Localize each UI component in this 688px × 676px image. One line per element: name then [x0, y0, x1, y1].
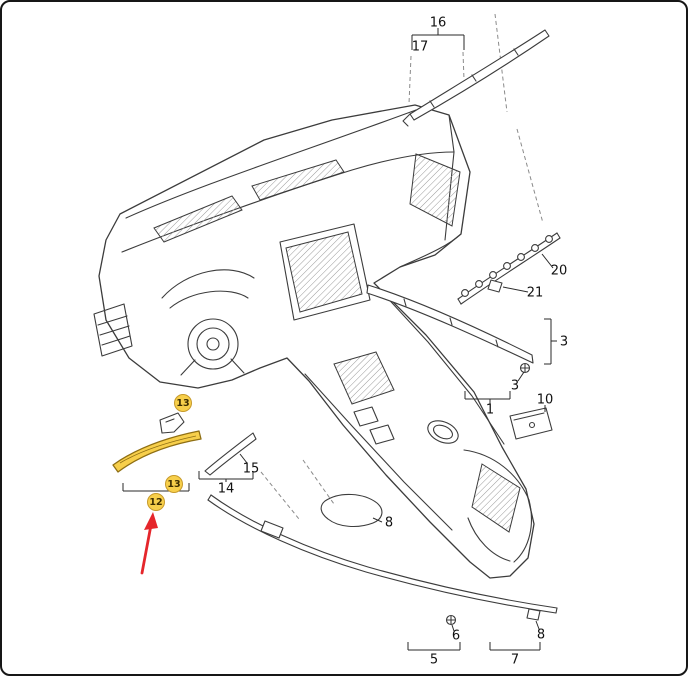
left-air-vent-slats [97, 315, 131, 346]
instrument-panel-body [93, 104, 535, 579]
part-10-control-module [509, 407, 553, 440]
windshield-cowl-line [125, 109, 417, 219]
callout-8-lower[interactable]: 8 [536, 627, 546, 643]
bracket-7 [489, 642, 541, 651]
bracket-5 [407, 642, 461, 651]
leader-8b [535, 620, 540, 630]
cluster-hood-inner [169, 290, 249, 309]
leader-6 [451, 624, 455, 632]
leader-20 [541, 253, 554, 269]
shifter-plate [333, 351, 395, 405]
glovebox-edge [399, 233, 462, 268]
part-12-trim-strip-highlighted[interactable] [112, 430, 202, 473]
part-6-screw [445, 614, 457, 626]
center-display-frame [279, 223, 371, 321]
part-badge-13-lower[interactable]: 13 [165, 475, 183, 493]
left-air-vent [93, 303, 133, 357]
part-badge-13-upper[interactable]: 13 [174, 394, 192, 412]
callout-20[interactable]: 20 [550, 263, 568, 279]
console-switch-2 [369, 424, 395, 445]
leader-15 [239, 453, 248, 464]
console-inner-right [381, 291, 505, 445]
part-3-screw [519, 362, 531, 374]
cupholder-inner [432, 424, 454, 440]
speaker-grille-left [153, 195, 243, 243]
steering-column-mid [196, 327, 230, 361]
speaker-grille-right [409, 153, 461, 227]
callout-6[interactable]: 6 [451, 628, 461, 644]
part-badge-12-selected[interactable]: 12 [147, 493, 165, 511]
console-rear-line [467, 517, 511, 562]
callout-3-lower[interactable]: 3 [510, 378, 520, 394]
part-13-clip-upper [159, 412, 185, 434]
part-20-retainer-strip [457, 232, 561, 305]
cupholder-outer [427, 420, 459, 444]
part-21-clip [487, 279, 503, 293]
callout-10[interactable]: 10 [536, 392, 554, 408]
part-8-clip-lower [526, 608, 541, 621]
armrest-vent [471, 463, 521, 533]
bracket-1 [464, 391, 511, 404]
leader-21 [502, 286, 529, 293]
steering-column-outer [187, 318, 239, 370]
callout-16[interactable]: 16 [429, 15, 447, 31]
console-inner-left [304, 373, 453, 531]
armrest-outline [463, 449, 532, 563]
bracket-16-17 [411, 28, 465, 50]
part-8-gasket-loop [320, 493, 383, 528]
callout-1[interactable]: 1 [485, 402, 495, 418]
console-switch-1 [353, 406, 379, 427]
callout-3-upper[interactable]: 3 [559, 334, 569, 350]
steering-column-stalks [180, 358, 245, 376]
callout-8-middle[interactable]: 8 [384, 515, 394, 531]
part-5-7-sill-strip [207, 494, 558, 614]
selection-arrow [140, 512, 158, 575]
steering-column-hub [206, 337, 220, 351]
part-16-roof-trim-strip [402, 29, 550, 127]
callout-21[interactable]: 21 [526, 285, 544, 301]
callout-5[interactable]: 5 [429, 652, 439, 668]
leader-3b [517, 371, 525, 382]
part-1-trim-strip [366, 284, 534, 364]
callout-17[interactable]: 17 [411, 39, 429, 55]
bracket-3 [544, 318, 557, 365]
cluster-hood-outer [161, 269, 255, 299]
callout-15[interactable]: 15 [242, 461, 260, 477]
callout-7[interactable]: 7 [510, 652, 520, 668]
callout-14[interactable]: 14 [217, 481, 235, 497]
part-15-trim-strip [204, 432, 257, 476]
leader-8a [372, 517, 383, 523]
bracket-14 [198, 471, 254, 482]
speaker-grille-center [251, 159, 345, 201]
center-display-screen [285, 231, 363, 313]
